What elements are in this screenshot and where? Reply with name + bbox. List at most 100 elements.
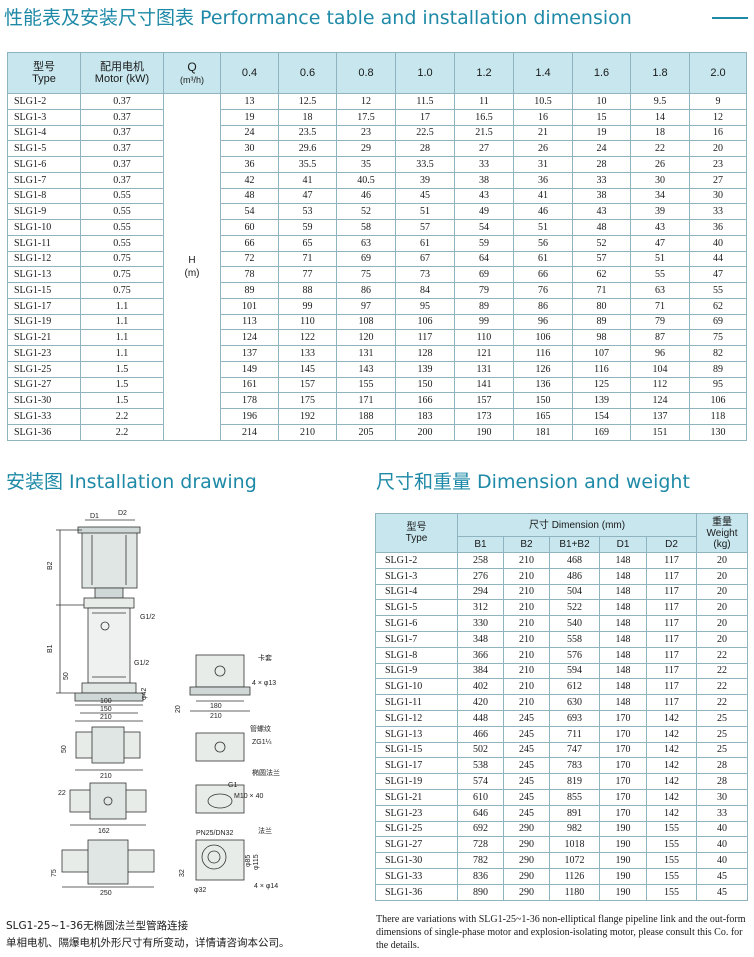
dim-type: SLG1-15 xyxy=(375,741,458,759)
dim-value: 28 xyxy=(696,757,749,775)
perf-head-value: 28 xyxy=(395,140,455,157)
dim-value: 1072 xyxy=(549,852,600,869)
perf-head-value: 36 xyxy=(513,171,573,189)
perf-head-value: 73 xyxy=(395,266,455,283)
dim-type: SLG1-6 xyxy=(375,615,458,632)
perf-header-flow: 2.0 xyxy=(689,52,747,94)
perf-head-value: 86 xyxy=(336,282,396,299)
dim-20: 20 xyxy=(175,705,182,713)
perf-head-value: 181 xyxy=(513,423,573,441)
dim-42: φ42 xyxy=(141,688,148,700)
perf-motor: 0.75 xyxy=(80,282,164,299)
dim-header-col: B2 xyxy=(503,536,550,553)
clamp-view xyxy=(195,654,245,688)
perf-head-value: 27 xyxy=(454,140,514,157)
perf-motor: 2.2 xyxy=(80,423,164,441)
perf-head-value: 14 xyxy=(630,108,690,126)
perf-head-value: 190 xyxy=(454,423,514,441)
perf-head-value: 47 xyxy=(689,266,747,283)
dim-value: 538 xyxy=(457,757,504,775)
dim-value: 1180 xyxy=(549,883,600,901)
perf-head-value: 210 xyxy=(278,423,337,441)
dim-value: 20 xyxy=(696,567,749,585)
dim-value: 155 xyxy=(645,852,698,869)
perf-head-value: 64 xyxy=(454,250,514,268)
perf-head-value: 45 xyxy=(395,187,455,205)
perf-head-value: 33 xyxy=(454,156,514,173)
perf-head-value: 21.5 xyxy=(454,124,514,142)
perf-head-value: 178 xyxy=(220,392,279,409)
dim-value: 148 xyxy=(599,583,647,601)
caption-note: There are variations with SLG1-25~1-36 n… xyxy=(376,914,746,951)
perf-head-value: 55 xyxy=(689,282,747,299)
dim-value: 646 xyxy=(457,804,504,822)
dim-value: 22 xyxy=(696,694,749,711)
perf-head-value: 22.5 xyxy=(395,124,455,142)
dim-header-size: 尺寸 Dimension (mm) xyxy=(456,513,698,537)
perf-head-value: 106 xyxy=(689,392,747,409)
dim-value: 170 xyxy=(599,741,647,759)
perf-head-value: 41 xyxy=(513,187,573,205)
dim-header-col: D1 xyxy=(599,536,647,553)
perf-head-value: 169 xyxy=(572,423,631,441)
pump-body xyxy=(87,607,131,684)
dim-value: 448 xyxy=(457,709,504,727)
perf-header-flow: 1.6 xyxy=(572,52,631,94)
perf-head-value: 87 xyxy=(630,329,690,346)
dim-value: 348 xyxy=(457,630,504,648)
label-m10: M10 × 40 xyxy=(234,793,263,800)
perf-type: SLG1-25 xyxy=(7,360,81,378)
perf-head-value: 128 xyxy=(395,345,455,362)
dim-value: 294 xyxy=(457,583,504,601)
perf-type: SLG1-19 xyxy=(7,313,81,331)
dim-value: 190 xyxy=(599,852,647,869)
perf-motor: 0.55 xyxy=(80,234,164,252)
dim-value: 330 xyxy=(457,615,504,632)
perf-head-value: 110 xyxy=(454,329,514,346)
perf-head-value: 44 xyxy=(689,250,747,268)
dim-type: SLG1-13 xyxy=(375,725,458,743)
perf-head-value: 61 xyxy=(513,250,573,268)
dim-value: 312 xyxy=(457,599,504,617)
dim-value: 148 xyxy=(599,552,647,569)
dim-value: 502 xyxy=(457,741,504,759)
perf-head-value: 75 xyxy=(336,266,396,283)
dim-value: 25 xyxy=(696,725,749,743)
dim-type: SLG1-23 xyxy=(375,804,458,822)
dim-type: SLG1-8 xyxy=(375,646,458,664)
dim-value: 190 xyxy=(599,867,647,885)
perf-head-value: 15 xyxy=(572,108,631,126)
dim-value: 117 xyxy=(645,615,698,632)
dim-value: 142 xyxy=(645,788,698,806)
dim-value: 574 xyxy=(457,773,504,790)
perf-head-value: 86 xyxy=(513,297,573,315)
label-flange: 法兰 xyxy=(258,826,272,835)
perf-head-value: 136 xyxy=(513,376,573,394)
dim-value: 142 xyxy=(645,804,698,822)
dim-type: SLG1-27 xyxy=(375,836,458,854)
perf-head-value: 131 xyxy=(336,345,396,362)
dim-value: 148 xyxy=(599,694,647,711)
perf-head-value: 75 xyxy=(689,329,747,346)
perf-motor: 0.37 xyxy=(80,171,164,189)
perf-head-value: 33.5 xyxy=(395,156,455,173)
dim-value: 982 xyxy=(549,820,600,838)
perf-head-value: 122 xyxy=(278,329,337,346)
perf-type: SLG1-9 xyxy=(7,203,81,220)
dim-type: SLG1-21 xyxy=(375,788,458,806)
dim-value: 25 xyxy=(696,709,749,727)
perf-head-value: 71 xyxy=(572,282,631,299)
perf-head-value: 99 xyxy=(454,313,514,331)
perf-head-value: 77 xyxy=(278,266,337,283)
dim-value: 276 xyxy=(457,567,504,585)
